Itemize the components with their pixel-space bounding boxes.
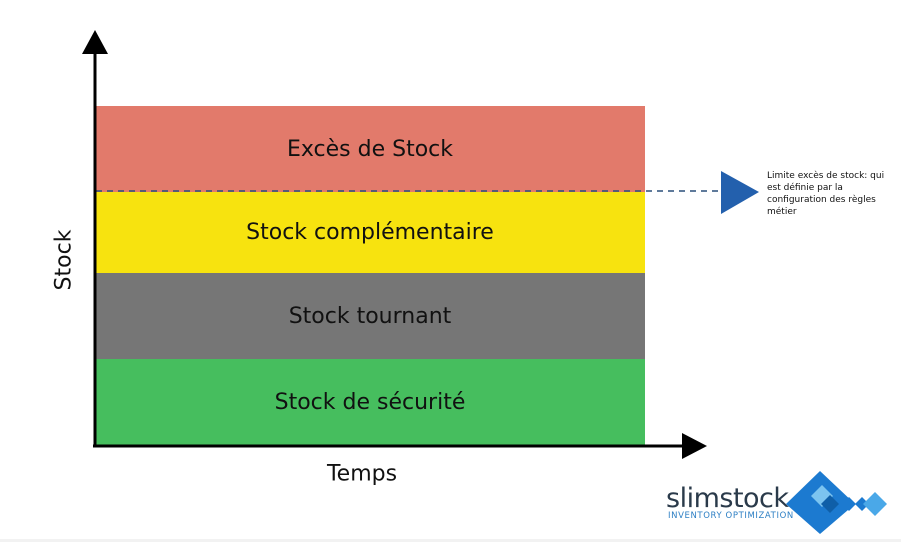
bottom-divider [0, 539, 901, 542]
band-excess-stock: Excès de Stock [95, 106, 645, 192]
logo-diamond-icon [786, 471, 887, 534]
band-complementary-stock-label: Stock complémentaire [246, 220, 494, 245]
limit-marker-triangle [721, 171, 759, 214]
band-cycle-stock-label: Stock tournant [288, 303, 452, 329]
slimstock-logo: slimstock INVENTORY OPTIMIZATION [666, 470, 891, 535]
x-axis-arrowhead [682, 433, 707, 459]
band-cycle-stock: Stock tournant [95, 273, 645, 359]
x-axis-label: Temps [326, 461, 398, 487]
band-excess-stock-label: Excès de Stock [287, 136, 453, 162]
band-safety-stock-label: Stock de sécurité [274, 390, 466, 415]
band-safety-stock: Stock de sécurité [95, 359, 645, 446]
logo-wordmark: slimstock [666, 483, 789, 514]
limit-annotation-text: Limite excès de stock: qui est définie p… [767, 171, 885, 217]
band-complementary-stock: Stock complémentaire [95, 192, 645, 273]
y-axis-arrowhead [82, 30, 108, 54]
y-axis-label: Stock [51, 229, 77, 291]
logo-tagline: INVENTORY OPTIMIZATION [668, 511, 794, 521]
